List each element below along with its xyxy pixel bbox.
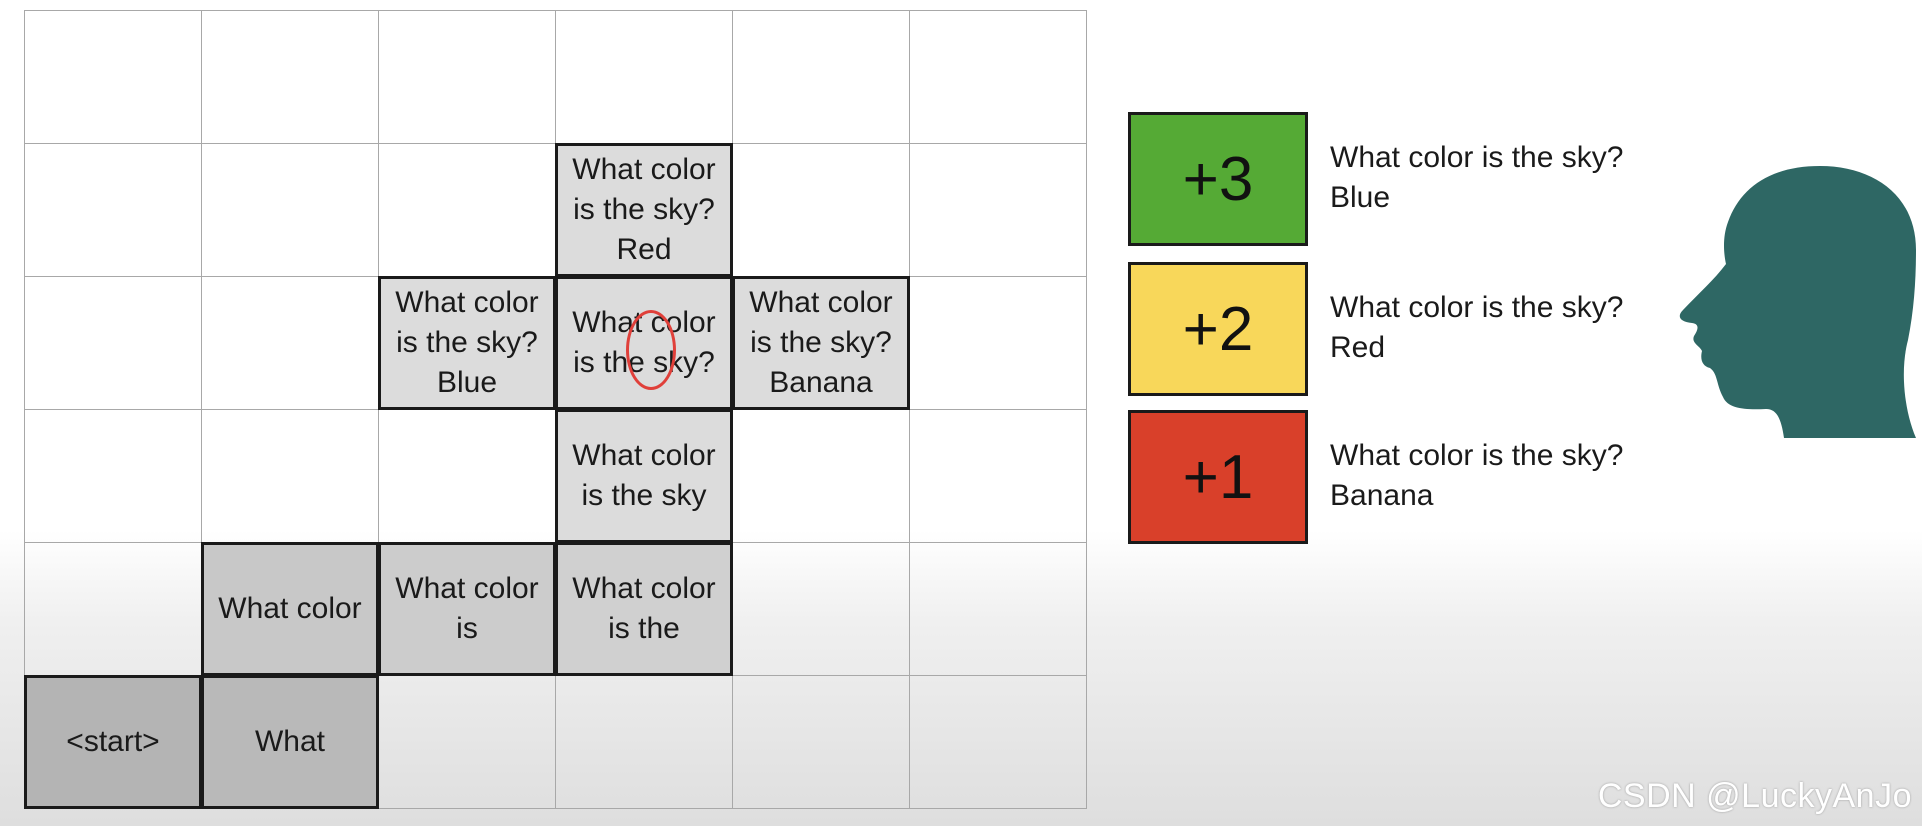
reward-completion-text: What color is the sky? Red <box>1330 291 1624 364</box>
empty-cell <box>732 10 910 144</box>
empty-cell <box>378 10 556 144</box>
state-cell-sky-blue: What color is the sky? Blue <box>378 276 556 410</box>
empty-cell <box>732 409 910 543</box>
empty-cell <box>909 276 1087 410</box>
empty-cell <box>201 10 379 144</box>
state-cell-what-color: What color <box>201 542 379 676</box>
empty-cell <box>555 10 733 144</box>
empty-cell <box>732 143 910 277</box>
reward-score-box: +2 <box>1128 262 1308 396</box>
head-silhouette <box>1679 166 1916 438</box>
empty-cell <box>555 675 733 809</box>
reward-score-box: +1 <box>1128 410 1308 544</box>
empty-cell <box>24 409 202 543</box>
empty-cell <box>24 276 202 410</box>
empty-cell <box>909 143 1087 277</box>
empty-cell <box>909 542 1087 676</box>
empty-cell <box>378 675 556 809</box>
state-cell-sky-banana: What color is the sky? Banana <box>732 276 910 410</box>
empty-cell <box>732 542 910 676</box>
state-cell-start: <start> <box>24 675 202 809</box>
state-cell-what-color-is-the-sky: What color is the sky <box>555 409 733 543</box>
reward-completion-text: What color is the sky? Blue <box>1330 141 1624 214</box>
watermark-text: CSDN @LuckyAnJo <box>1597 777 1912 815</box>
state-cell-what: What <box>201 675 379 809</box>
empty-cell <box>909 675 1087 809</box>
empty-cell <box>909 10 1087 144</box>
empty-cell <box>201 143 379 277</box>
human-head-profile-icon <box>1679 166 1916 438</box>
state-cell-sky-question: What color is the sky? <box>555 276 733 410</box>
empty-cell <box>24 542 202 676</box>
state-cell-what-color-is: What color is <box>378 542 556 676</box>
empty-cell <box>378 409 556 543</box>
reward-score-box: +3 <box>1128 112 1308 246</box>
empty-cell <box>201 409 379 543</box>
state-cell-sky-red: What color is the sky? Red <box>555 143 733 277</box>
empty-cell <box>24 143 202 277</box>
empty-cell <box>24 10 202 144</box>
empty-cell <box>732 675 910 809</box>
empty-cell <box>201 276 379 410</box>
empty-cell <box>378 143 556 277</box>
state-cell-what-color-is-the: What color is the <box>555 542 733 676</box>
empty-cell <box>909 409 1087 543</box>
reward-completion-text: What color is the sky? Banana <box>1330 439 1624 512</box>
cursor-highlight-ring <box>626 310 676 390</box>
